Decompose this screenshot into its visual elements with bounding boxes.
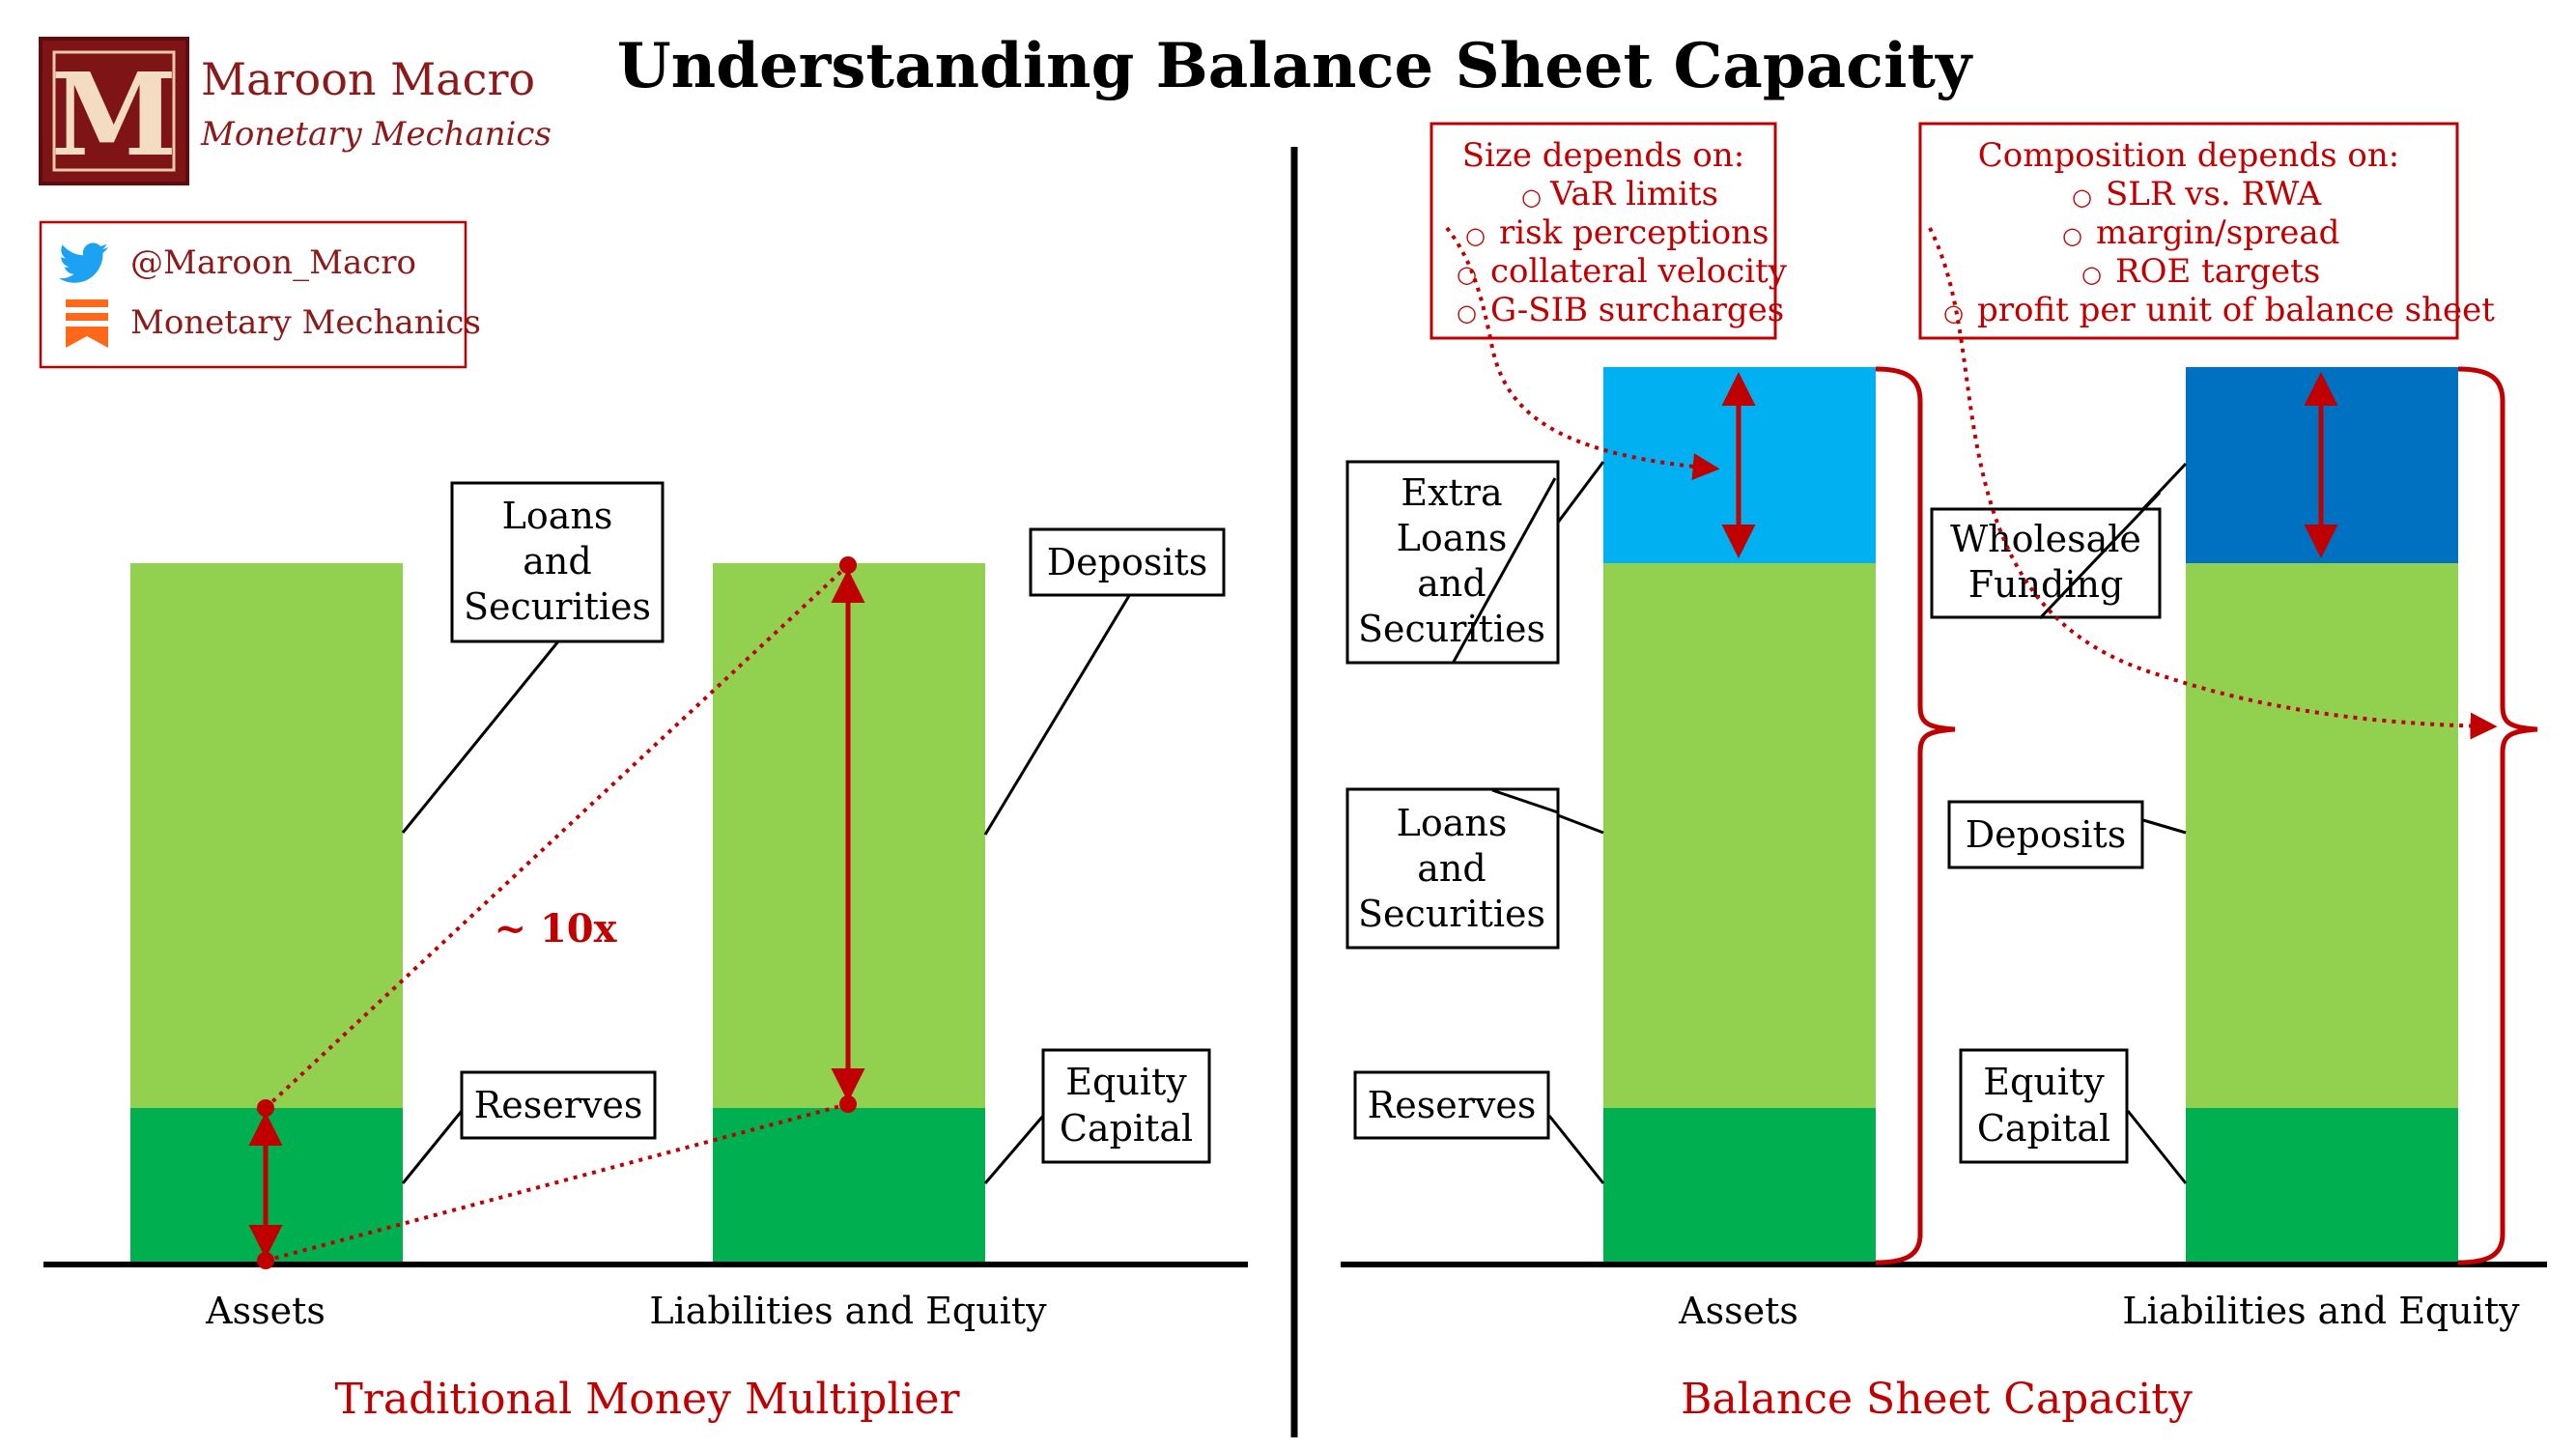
svg-text:Extra: Extra xyxy=(1401,471,1502,514)
svg-text:Securities: Securities xyxy=(464,585,651,628)
svg-text:Reserves: Reserves xyxy=(474,1084,643,1126)
left-liabilities-label: Liabilities and Equity xyxy=(649,1290,1047,1332)
leader-line xyxy=(983,1115,1045,1184)
multiplier-label: ~ 10x xyxy=(495,906,618,952)
svg-text:margin/spread: margin/spread xyxy=(2096,213,2339,252)
svg-text:and: and xyxy=(1417,562,1486,605)
callout-deposits: Deposits xyxy=(1029,527,1226,597)
logo-letter: M xyxy=(51,47,178,182)
svg-text:collateral velocity: collateral velocity xyxy=(1490,252,1788,291)
arrow-dot xyxy=(257,1099,274,1117)
svg-text:SLR vs. RWA: SLR vs. RWA xyxy=(2106,175,2322,213)
size-heading: Size depends on: xyxy=(1462,136,1745,175)
composition-connector-arrow xyxy=(1928,227,2498,740)
callout-reserves: Reserves xyxy=(460,1070,657,1140)
bullet-icon: ○ xyxy=(1457,261,1477,288)
callout-loans-and-securities-right: Loans and Securities xyxy=(1345,787,1560,950)
svg-text:G-SIB surcharges: G-SIB surcharges xyxy=(1490,291,1784,329)
brand-name: Maroon Macro xyxy=(201,53,535,105)
leader-line xyxy=(401,640,560,834)
callout-wholesale-funding: Wholesale Funding xyxy=(1930,507,2162,619)
svg-text:and: and xyxy=(1417,847,1486,890)
brand-tagline: Monetary Mechanics xyxy=(200,115,552,154)
callout-reserves-right: Reserves xyxy=(1353,1070,1550,1140)
svg-text:Equity: Equity xyxy=(1983,1061,2105,1103)
right-assets-label: Assets xyxy=(1678,1290,1798,1332)
right-liab-deposits-block xyxy=(2186,563,2458,1108)
multiplier-dotted-line xyxy=(264,563,850,1110)
leader-line xyxy=(1452,477,1557,663)
callout-deposits-right: Deposits xyxy=(1947,800,2144,869)
svg-text:profit per unit of balance she: profit per unit of balance sheet xyxy=(1977,291,2495,329)
social-box: @Maroon_Macro Monetary Mechanics xyxy=(39,220,481,369)
left-panel-caption: Traditional Money Multiplier xyxy=(334,1375,960,1424)
bullet-icon: ○ xyxy=(2062,222,2082,249)
arrow-dot xyxy=(839,556,857,574)
twitter-handle[interactable]: @Maroon_Macro xyxy=(130,243,416,282)
composition-heading: Composition depends on: xyxy=(1978,136,2400,175)
bullet-icon: ○ xyxy=(1521,184,1542,211)
liab-size-brace xyxy=(2457,366,2538,1265)
composition-depends-box: Composition depends on: ○ SLR vs. RWA ○ … xyxy=(1918,122,2495,340)
twitter-icon xyxy=(59,242,108,283)
leader-line xyxy=(983,593,1132,836)
size-depends-box: Size depends on: ○ VaR limits ○ risk per… xyxy=(1430,122,1788,340)
callout-loans-and-securities: Loans and Securities xyxy=(450,481,665,643)
right-panel-caption: Balance Sheet Capacity xyxy=(1681,1375,2193,1424)
leader-line xyxy=(401,1110,464,1184)
svg-text:Wholesale: Wholesale xyxy=(1950,518,2141,560)
left-asset-loans-block xyxy=(130,563,403,1108)
svg-text:Loans: Loans xyxy=(1397,802,1508,844)
svg-text:Capital: Capital xyxy=(1060,1107,1193,1150)
bullet-icon: ○ xyxy=(1943,299,1964,327)
bullet-icon: ○ xyxy=(2072,184,2092,211)
svg-text:Capital: Capital xyxy=(1977,1107,2110,1150)
left-liab-equity-block xyxy=(713,1108,985,1264)
bullet-icon: ○ xyxy=(1457,299,1477,327)
arrow-dot xyxy=(839,1095,857,1113)
svg-text:and: and xyxy=(523,540,591,582)
asset-size-brace xyxy=(1875,366,1956,1265)
page-title: Understanding Balance Sheet Capacity xyxy=(617,30,1973,102)
svg-text:Equity: Equity xyxy=(1065,1061,1187,1103)
svg-text:Reserves: Reserves xyxy=(1368,1084,1537,1126)
substack-name[interactable]: Monetary Mechanics xyxy=(130,303,481,342)
bullet-icon: ○ xyxy=(2081,261,2102,288)
leader-line xyxy=(2126,1110,2188,1184)
callout-extra-loans: Extra Loans and Securities xyxy=(1345,460,1560,665)
callout-equity-capital-right: Equity Capital xyxy=(1959,1048,2129,1164)
right-liabilities-label: Liabilities and Equity xyxy=(2122,1290,2520,1332)
svg-text:VaR limits: VaR limits xyxy=(1549,175,1718,213)
svg-text:Securities: Securities xyxy=(1358,893,1545,935)
svg-text:Deposits: Deposits xyxy=(1047,541,1208,583)
substack-icon xyxy=(66,299,108,348)
arrow-dot xyxy=(257,1252,274,1269)
right-asset-loans-block xyxy=(1603,563,1876,1108)
svg-text:Loans: Loans xyxy=(1397,517,1508,559)
reserves-dotted-line xyxy=(265,1102,849,1263)
svg-text:Loans: Loans xyxy=(502,495,613,537)
svg-text:Deposits: Deposits xyxy=(1966,813,2127,856)
leader-line xyxy=(2038,491,2162,620)
svg-text:Securities: Securities xyxy=(1358,608,1545,650)
left-panel: Loans and Securities Reserves Deposits E… xyxy=(43,481,1248,1424)
bullet-icon: ○ xyxy=(1465,222,1486,249)
svg-text:ROE targets: ROE targets xyxy=(2115,252,2320,291)
callout-equity-capital: Equity Capital xyxy=(1041,1048,1211,1164)
left-assets-label: Assets xyxy=(205,1290,326,1332)
leader-line xyxy=(1547,1115,1605,1184)
size-connector-arrow xyxy=(1445,226,1720,481)
right-liab-equity-block xyxy=(2186,1108,2458,1264)
leader-line xyxy=(1491,788,1559,814)
right-panel: Extra Loans and Securities Loans and Sec… xyxy=(1341,122,2547,1424)
right-asset-reserves-block xyxy=(1603,1108,1876,1264)
svg-text:risk perceptions: risk perceptions xyxy=(1499,213,1769,252)
brand-logo: M xyxy=(39,37,189,185)
svg-text:Funding: Funding xyxy=(1968,563,2124,606)
